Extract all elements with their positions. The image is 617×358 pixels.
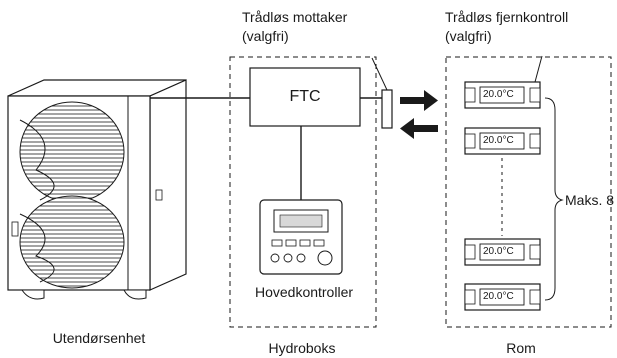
main-controller-icon <box>259 199 343 275</box>
room-label: Rom <box>506 340 536 356</box>
outdoor-unit-label: Utendørsenhet <box>52 330 146 346</box>
wireless-remote-label: Trådløs fjernkontroll <box>445 9 569 25</box>
wireless-remote-optional-label: (valgfri) <box>445 28 492 44</box>
wireless-receiver-label: Trådløs mottaker <box>242 9 348 25</box>
thermostat-icon <box>464 81 541 109</box>
remote-pointer <box>534 55 543 83</box>
thermostat-temperature: 20.0°C <box>483 291 514 302</box>
thermostat-temperature: 20.0°C <box>483 246 514 257</box>
thermostat-temperature: 20.0°C <box>483 135 514 146</box>
hydrobox-label: Hydroboks <box>268 340 336 356</box>
outdoor-unit-icon <box>7 79 187 300</box>
room-boundary <box>445 56 612 328</box>
hydrobox-boundary <box>229 56 377 328</box>
wireless-receiver-optional-label: (valgfri) <box>242 28 289 44</box>
arrow-right-icon <box>400 90 438 111</box>
thermostat-temperature: 20.0°C <box>483 89 514 100</box>
thermostat-icon <box>464 238 541 266</box>
thermostat-icon <box>464 127 541 155</box>
main-controller-label: Hovedkontroller <box>254 284 354 300</box>
max-brace <box>544 97 564 301</box>
thermostat-icon <box>464 283 541 311</box>
arrow-left-icon <box>400 118 438 139</box>
ftc-label: FTC <box>289 88 321 105</box>
max-count-label: Maks. 8 <box>565 192 615 208</box>
ftc-box <box>249 67 361 127</box>
wireless-receiver-icon <box>371 57 393 129</box>
